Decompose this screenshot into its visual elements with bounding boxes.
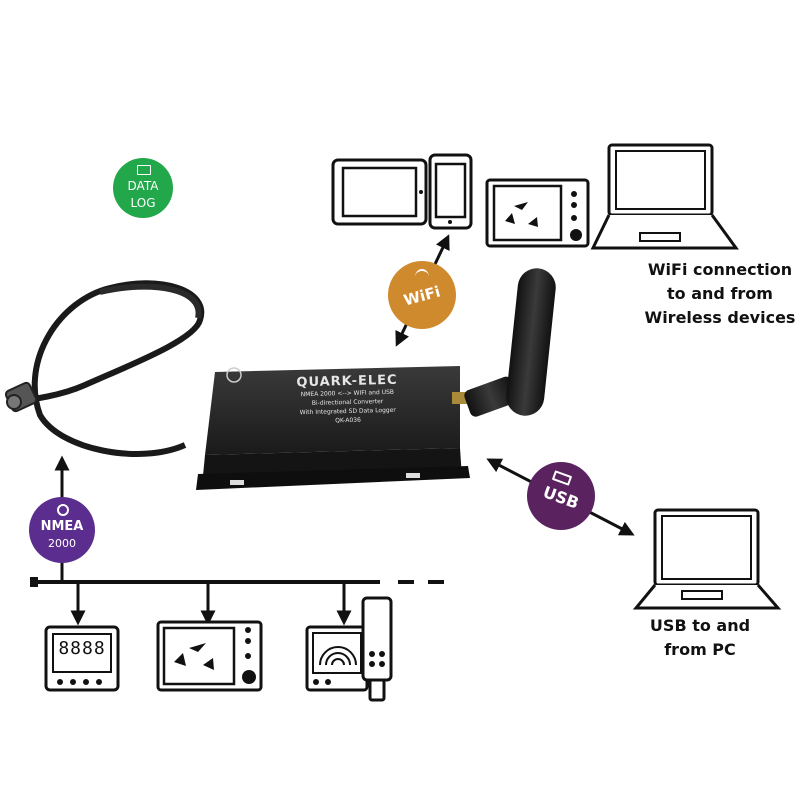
autopilot-remote-icon: [361, 596, 393, 702]
wifi-label-line2: to and from: [667, 284, 773, 303]
usb-connection-label: USB to and from PC: [630, 614, 770, 662]
laptop-icon-usb: [632, 508, 782, 610]
target-icon: [57, 504, 69, 516]
usb-label-line2: from PC: [664, 640, 736, 659]
data-log-line1: DATA: [127, 179, 159, 193]
usb-plug-icon: [551, 470, 573, 486]
device-label: QUARK-ELEC NMEA 2000 <--> WIFI and USB B…: [239, 371, 455, 428]
nmea-badge-line1: NMEA: [40, 519, 84, 534]
smartphone-icon: [428, 153, 473, 230]
document-stack-icon: [137, 165, 151, 175]
nmea-2000-badge: NMEA 2000: [29, 497, 95, 563]
laptop-icon-top: [590, 143, 739, 250]
quark-elec-converter: [196, 366, 470, 490]
digital-display-icon: [44, 625, 120, 692]
wifi-label-line3: Wireless devices: [644, 308, 796, 327]
nmea-cable: [4, 280, 205, 457]
wifi-connection-label: WiFi connection to and from Wireless dev…: [640, 258, 800, 330]
tablet-icon: [331, 158, 428, 226]
nmea-badge-line2: 2000: [48, 537, 76, 550]
antenna: [452, 268, 556, 417]
wifi-signal-icon: [415, 269, 429, 285]
wifi-badge: WiFi: [388, 261, 456, 329]
data-log-badge: DATA LOG: [113, 158, 173, 218]
usb-label-line1: USB to and: [649, 616, 751, 635]
sonar-display-icon: [305, 625, 369, 692]
chartplotter-icon-top: [485, 178, 590, 248]
wifi-label-line1: WiFi connection: [647, 260, 793, 279]
usb-badge: USB: [527, 462, 595, 530]
display-digits: 8888: [58, 638, 106, 659]
data-log-line2: LOG: [130, 196, 156, 210]
chartplotter-icon-bottom: [156, 620, 263, 692]
